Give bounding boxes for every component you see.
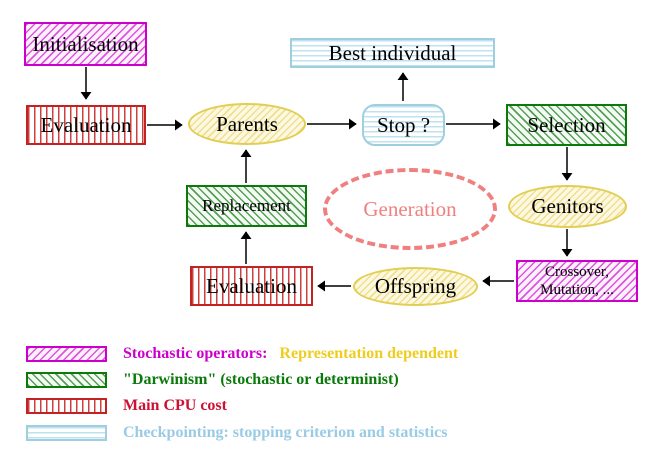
node-generation: Generation (323, 168, 497, 250)
node-initialisation: Initialisation (24, 22, 147, 66)
legend-text-stochastic: Stochastic operators: (123, 345, 268, 362)
legend-row-stochastic-operators: Stochastic operators: Representation dep… (26, 345, 458, 363)
node-evaluation-bottom-label: Evaluation (206, 273, 297, 298)
legend-swatch-red-stripes (26, 398, 107, 414)
node-crossover-mutation: Crossover, Mutation, ... (516, 260, 638, 302)
node-evaluation-top-label: Evaluation (40, 112, 132, 137)
node-best-individual-label: Best individual (328, 40, 457, 65)
node-replacement: Replacement (186, 185, 307, 227)
node-evaluation-top: Evaluation (26, 105, 146, 145)
node-initialisation-label: Initialisation (32, 31, 139, 56)
node-offspring-label: Offspring (374, 274, 457, 299)
legend-row-checkpointing: Checkpointing: stopping criterion and st… (26, 424, 447, 442)
legend-row-darwinism: "Darwinism" (stochastic or determinist) (26, 371, 399, 389)
legend-swatch-cyan-stripes (26, 425, 107, 441)
node-genitors: Genitors (508, 185, 627, 228)
legend-swatch-green-hatch (26, 372, 107, 388)
legend-label-cpu-cost: Main CPU cost (123, 397, 227, 414)
node-parents-label: Parents (216, 111, 278, 136)
legend-row-cpu-cost: Main CPU cost (26, 397, 227, 415)
node-crossover-label-line2: Mutation, ... (540, 282, 614, 298)
node-offspring: Offspring (353, 267, 478, 306)
legend-label-darwinism: "Darwinism" (stochastic or determinist) (123, 371, 399, 388)
legend-label-stochastic-operators: Stochastic operators: Representation dep… (123, 345, 458, 363)
node-generation-label: Generation (363, 196, 457, 221)
legend-label-checkpointing: Checkpointing: stopping criterion and st… (123, 424, 448, 441)
node-crossover-label-line1: Crossover, (545, 264, 609, 280)
node-selection-label: Selection (527, 112, 606, 137)
legend-text-representation: Representation dependent (279, 345, 459, 362)
node-selection: Selection (506, 104, 627, 146)
node-evaluation-bottom: Evaluation (190, 266, 313, 306)
node-stop-label: Stop ? (376, 112, 431, 137)
node-parents: Parents (188, 103, 306, 145)
legend-swatch-magenta-hatch (26, 346, 107, 362)
node-genitors-label: Genitors (531, 194, 604, 219)
node-best-individual: Best individual (290, 38, 495, 68)
node-replacement-label: Replacement (202, 196, 291, 216)
node-stop: Stop ? (362, 104, 445, 146)
